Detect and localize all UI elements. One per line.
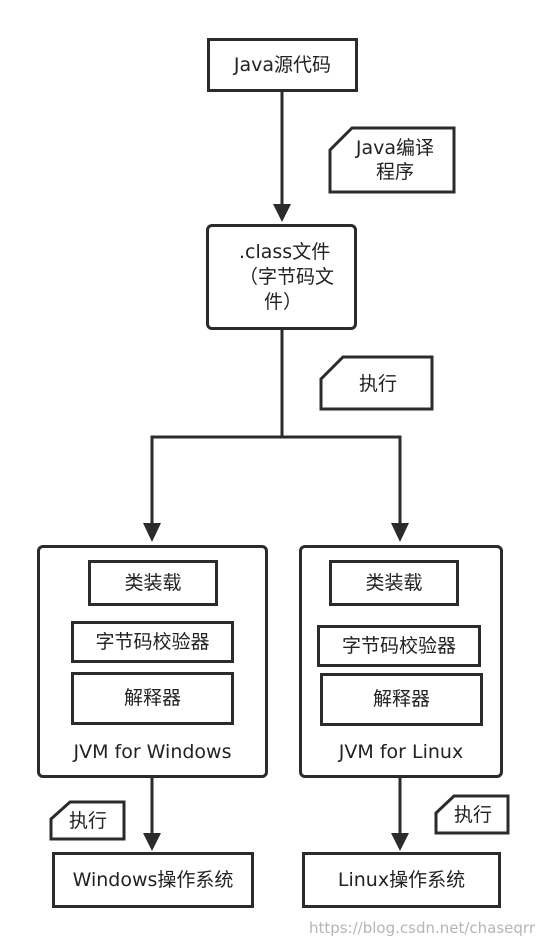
node-class-file: .class文件 （字节码文 件） (206, 224, 357, 330)
win-bytecode-verifier: 字节码校验器 (71, 621, 234, 663)
win-class-loader-label: 类装载 (124, 571, 182, 594)
note-execute-top-label: 执行 (358, 373, 397, 395)
node-class-file-line3: 件） (264, 290, 303, 313)
node-java-source-label: Java源代码 (233, 53, 332, 76)
node-class-file-line1: .class文件 (239, 240, 331, 263)
node-linux-os: Linux操作系统 (302, 852, 501, 908)
note-execute-linux: 执行 (442, 803, 504, 827)
node-windows-os: Windows操作系统 (52, 852, 254, 908)
note-compiler-line1: Java编译 (355, 137, 435, 159)
jvm-linux-label: JVM for Linux (338, 741, 464, 763)
arrow-class-to-jvms (150, 330, 284, 525)
linux-interpreter-label: 解释器 (372, 688, 430, 710)
note-compiler-line2: 程序 (375, 161, 414, 183)
node-linux-os-label: Linux操作系统 (337, 868, 466, 891)
note-execute-top: 执行 (330, 372, 426, 396)
note-execute-win: 执行 (56, 809, 120, 833)
note-execute-top-shape (319, 355, 434, 411)
linux-class-loader: 类装载 (329, 560, 459, 606)
linux-bytecode-verifier: 字节码校验器 (317, 625, 481, 667)
win-interpreter: 解释器 (71, 672, 234, 725)
note-execute-win-shape (49, 800, 126, 841)
node-windows-os-label: Windows操作系统 (72, 868, 234, 891)
linux-bytecode-verifier-label: 字节码校验器 (341, 634, 456, 657)
jvm-windows-label: JVM for Windows (73, 741, 232, 763)
note-execute-linux-shape (434, 794, 510, 835)
node-class-file-line2: （字节码文 (239, 265, 335, 288)
linux-interpreter: 解释器 (320, 673, 483, 726)
win-bytecode-verifier-label: 字节码校验器 (95, 630, 210, 653)
note-execute-win-label: 执行 (68, 810, 107, 832)
note-compiler-shape (328, 126, 456, 194)
node-java-source: Java源代码 (207, 38, 358, 92)
win-interpreter-label: 解释器 (123, 687, 181, 709)
note-execute-linux-label: 执行 (453, 804, 492, 826)
note-compiler: Java编译 程序 (340, 136, 450, 184)
watermark: https://blog.csdn.net/chaseqrr (308, 919, 535, 937)
linux-class-loader-label: 类装载 (365, 571, 423, 594)
win-class-loader: 类装载 (88, 560, 218, 606)
